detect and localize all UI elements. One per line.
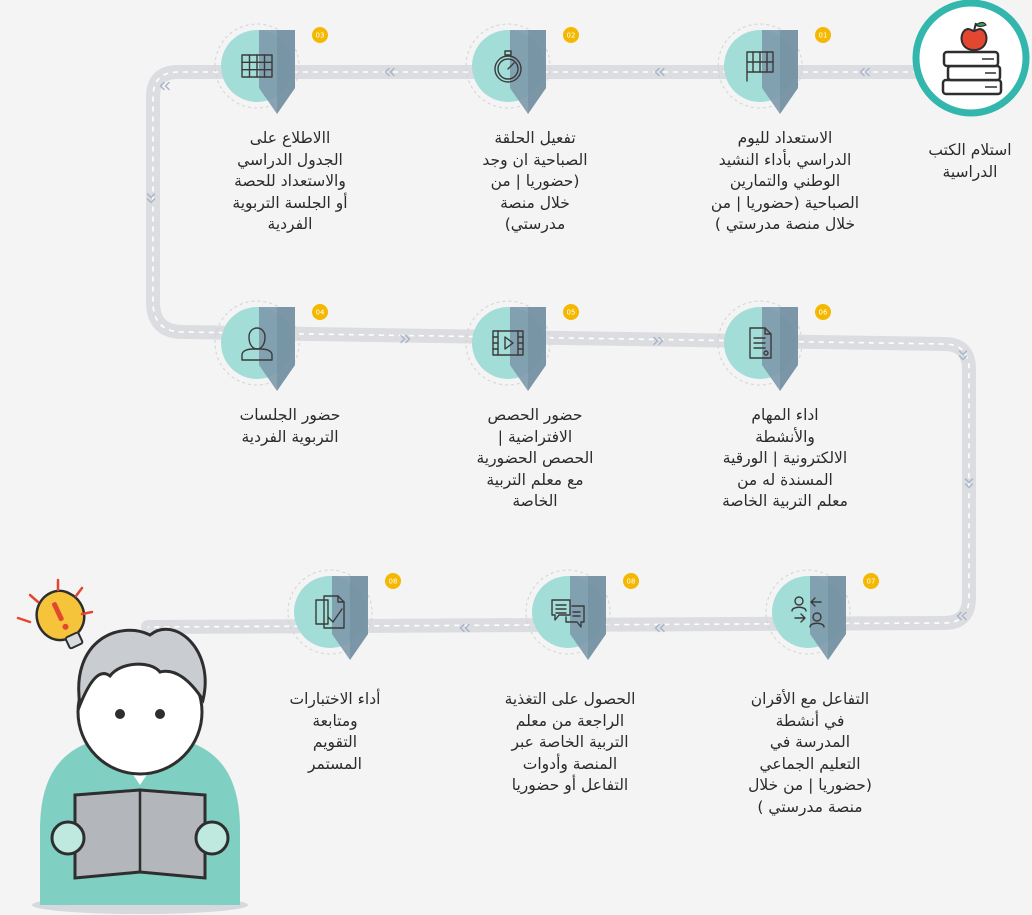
svg-text:05: 05 [567,309,576,317]
step-label-03: االاطلاع على الجدول الدراسي والاستعداد ل… [232,129,348,233]
step-marker-7: 07 [765,569,879,660]
svg-text:01: 01 [819,32,828,40]
document-icon [749,327,772,359]
video-player-icon [492,330,524,356]
stopwatch-icon [494,50,522,83]
step-label-08: الحصول على التغذية الراجعة من معلم الترب… [504,690,636,794]
direction-chevron-icon [653,336,664,346]
step-marker-2: 02 [465,23,579,114]
step-marker-1: 01 [717,23,831,114]
student-reading-book-icon [32,627,248,914]
step-number-badge: 05 [563,304,579,320]
test-papers-check-icon [315,595,345,629]
step-label-01: الاستعداد لليوم الدراسي بأداء النشيد الو… [710,129,860,233]
step-label-06: اداء المهام والأنشطة الالكترونية | الورق… [722,406,848,510]
step-marker-6: 06 [717,300,831,391]
step-number-badge: 03 [312,27,328,43]
step-number-badge: 06 [815,304,831,320]
step-number-badge: 01 [815,27,831,43]
direction-chevron-icon [654,67,665,77]
direction-chevron-icon [654,623,665,633]
svg-text:07: 07 [867,578,876,586]
step-marker-3: 03 [214,23,328,114]
direction-chevron-icon [159,81,170,91]
step-number-badge: 08 [385,573,401,589]
svg-text:02: 02 [567,32,576,40]
step-marker-8: 08 [525,569,639,660]
step-number-badge: 07 [863,573,879,589]
direction-chevron-icon [859,67,870,77]
step-label-07: التفاعل مع الأقران في أنشطة المدرسة في ا… [748,690,872,816]
step-marker-9: 08 [287,569,401,660]
start-label: استلام الكتب الدراسية [928,141,1012,181]
svg-text:03: 03 [316,32,325,40]
step-marker-4: 04 [214,300,328,391]
direction-chevron-icon [964,478,974,489]
direction-chevron-icon [956,611,967,621]
direction-chevron-icon [958,350,968,361]
idea-lightbulb-icon [16,578,94,650]
step-number-badge: 02 [563,27,579,43]
people-exchange-icon [791,596,825,628]
svg-text:06: 06 [819,309,828,317]
flag-icon [746,51,774,82]
chat-bubbles-icon [551,599,585,628]
step-label-04: حضور الجلسات التربوية الفردية [239,406,341,446]
step-label-05: حضور الحصص الافتراضية | الحصص الحضورية م… [476,406,594,510]
direction-chevron-icon [384,67,395,77]
timetable-grid-icon [241,54,273,78]
person-icon [241,327,273,361]
svg-text:08: 08 [627,578,636,586]
step-marker-5: 05 [465,300,579,391]
direction-chevron-icon [400,334,411,344]
step-number-badge: 04 [312,304,328,320]
direction-chevron-icon [146,193,156,204]
stacked-books-apple-icon [912,0,1030,117]
step-label-02: تفعيل الحلقة الصباحية ان وجد (حضوريا | م… [482,129,588,233]
svg-text:04: 04 [316,309,325,317]
svg-text:08: 08 [389,578,398,586]
step-label-09: أداء الاختبارات ومتابعة التقويم المستمر [289,690,381,773]
direction-chevron-icon [459,623,470,633]
step-number-badge: 08 [623,573,639,589]
